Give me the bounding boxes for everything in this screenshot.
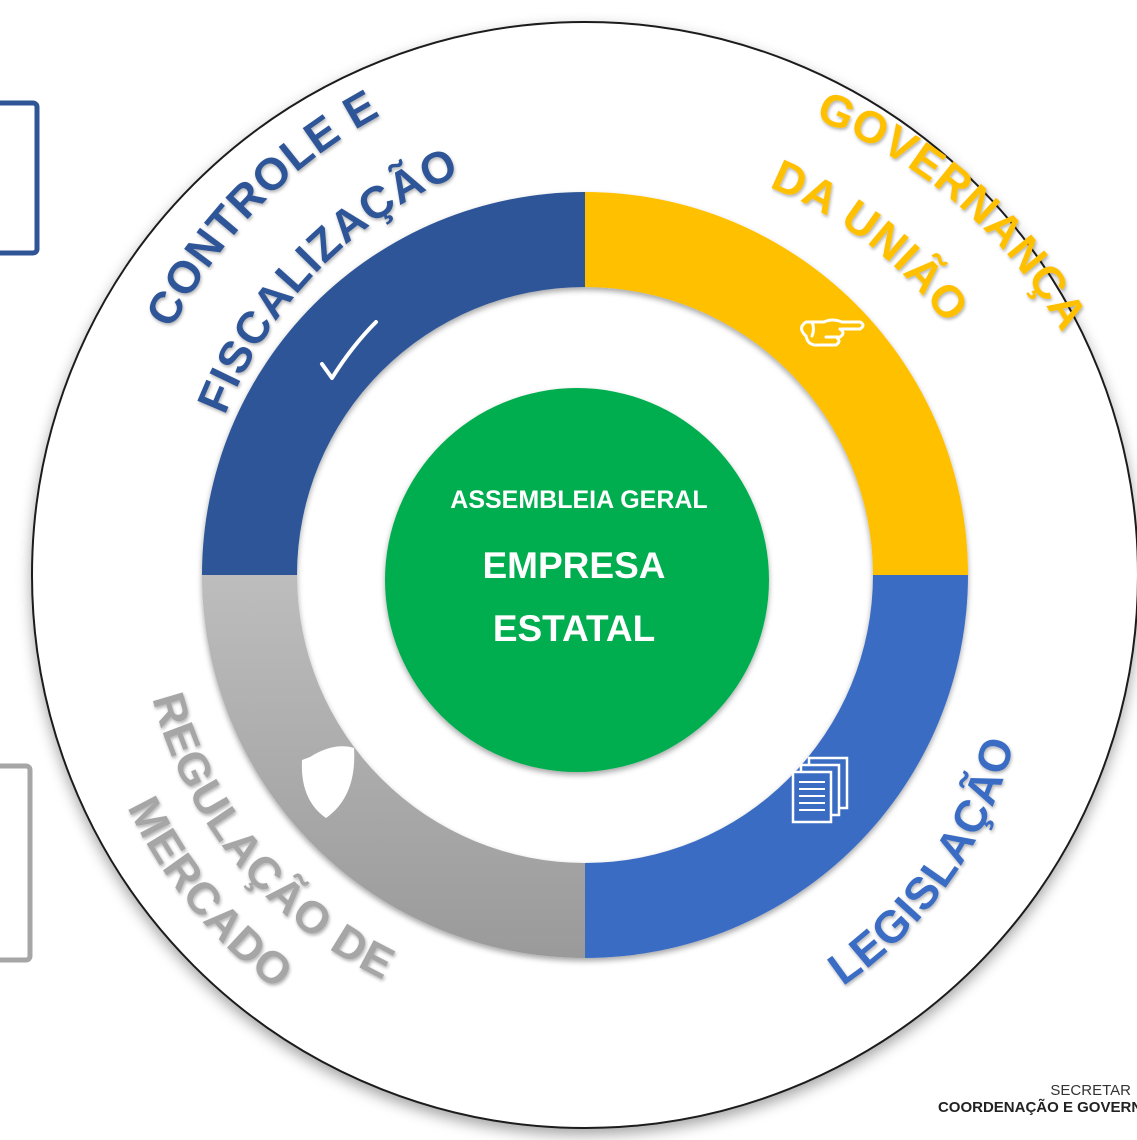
footer-caption: SECRETAR COORDENAÇÃO E GOVERNA [917, 1082, 1137, 1117]
shield-icon [301, 746, 355, 818]
center-circle [385, 388, 769, 772]
segment-legislacao [585, 575, 968, 958]
side-box-blue [0, 100, 40, 256]
footer-line2: COORDENAÇÃO E GOVERNA [937, 1099, 1137, 1117]
segment-governanca [585, 192, 968, 575]
center-line3: ESTATAL [493, 608, 655, 649]
pointing-hand-icon [800, 318, 865, 347]
checkmark-icon [320, 320, 378, 380]
documents-icon [791, 756, 849, 824]
segment-controle [202, 192, 585, 575]
ring [202, 192, 968, 958]
side-box-gray [0, 763, 33, 963]
center-line2: EMPRESA [483, 545, 666, 586]
footer-line1: SECRETAR [1050, 1082, 1131, 1099]
segment-regulacao [202, 575, 585, 958]
center-line1: ASSEMBLEIA GERAL [450, 486, 707, 514]
